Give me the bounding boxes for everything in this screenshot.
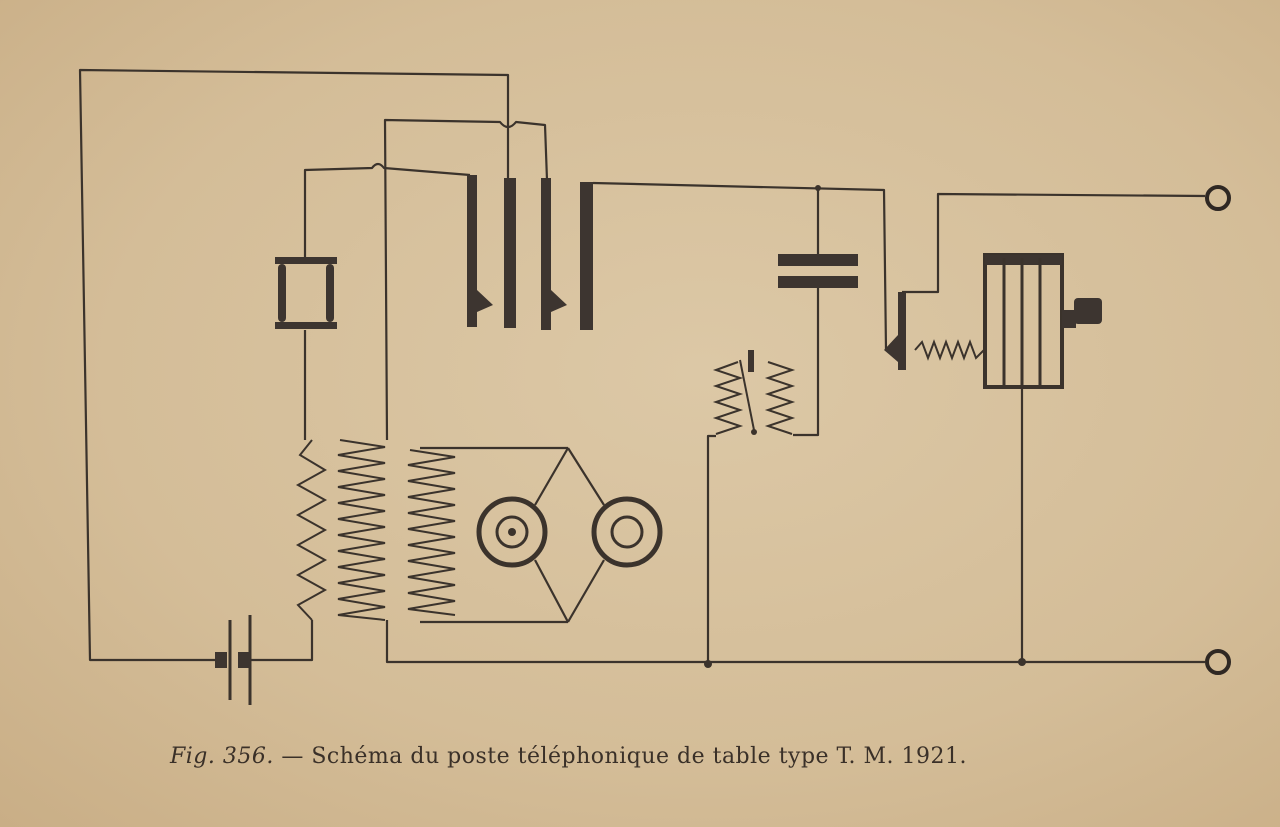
- figure-label: Fig. 356.: [170, 744, 274, 769]
- wire-hook-top: [383, 118, 549, 441]
- primary-coil-icon: [295, 439, 328, 621]
- ringer-icon: [712, 350, 796, 435]
- battery-icon: [215, 615, 252, 705]
- magneto-generator-icon: [983, 253, 1102, 389]
- wire-top-right: [592, 181, 888, 351]
- hook-contact-icon: [884, 292, 906, 370]
- wire-capacitor: [793, 188, 820, 437]
- tertiary-coil-icon: [407, 449, 456, 616]
- wire-to-terminal-top: [902, 192, 1206, 294]
- figure-caption: Fig. 356. — Schéma du poste téléphonique…: [170, 744, 967, 769]
- receiver-right-icon: [591, 496, 663, 568]
- wire-battery-coil: [250, 620, 314, 662]
- wire-bridge-diamond: [534, 447, 605, 623]
- telephone-circuit-diagram: [78, 68, 1231, 705]
- secondary-coil-icon: [337, 439, 386, 621]
- caption-text: — Schéma du poste téléphonique de table …: [281, 744, 967, 769]
- spring-icon: [914, 339, 985, 361]
- receiver-left-icon: [476, 496, 548, 568]
- wire-outer-loop: [78, 68, 510, 662]
- wire-ringer-bottom: [706, 434, 716, 662]
- microphone-icon: [275, 257, 337, 329]
- line-terminal-bottom-icon: [1205, 649, 1231, 675]
- hook-switch-icon: [467, 175, 593, 330]
- line-terminal-top-icon: [1205, 185, 1231, 211]
- capacitor-icon: [778, 254, 858, 288]
- wire-microphone: [303, 162, 471, 440]
- wire-coil-bridge: [385, 446, 1205, 664]
